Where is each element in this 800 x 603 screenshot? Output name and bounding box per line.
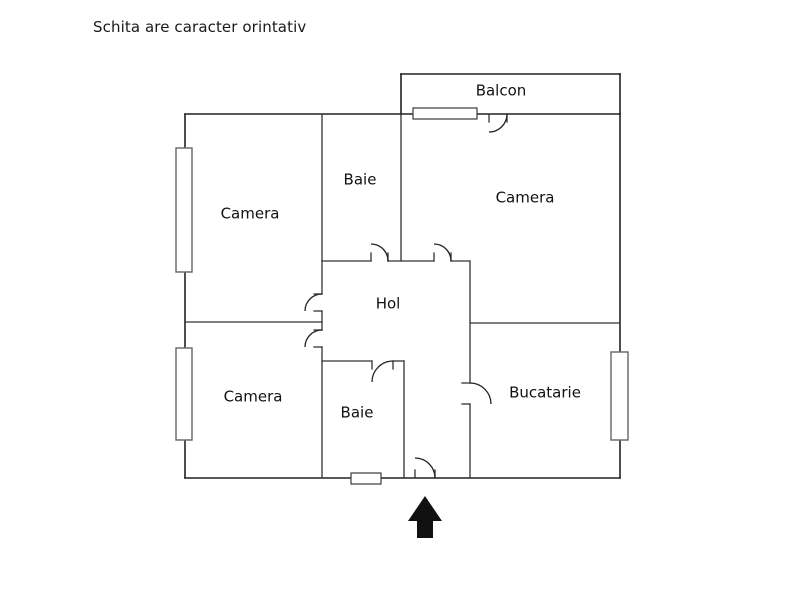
window-left-lower	[175, 347, 193, 441]
room-label-camera-top-right: Camera	[496, 189, 555, 207]
window-left-upper	[175, 147, 193, 273]
balcony-walls	[400, 73, 621, 115]
door-arcs	[304, 113, 508, 479]
room-label-baie-bottom: Baie	[341, 404, 374, 422]
window-baie-bottom	[350, 472, 382, 485]
door-baie-bottom-arc	[371, 360, 394, 383]
door-entrance-arc	[414, 457, 436, 479]
door-camera-lower-left-arc	[304, 329, 323, 348]
door-balcony-arc	[488, 113, 508, 133]
room-label-bucatarie: Bucatarie	[509, 384, 581, 402]
room-label-camera-bottom-left: Camera	[224, 388, 283, 406]
room-labels: Camera Baie Camera Balcon Hol Camera Bai…	[221, 82, 581, 422]
windows	[175, 107, 629, 485]
page-title: Schita are caracter orintativ	[93, 18, 307, 36]
door-bucatarie-arc	[469, 382, 492, 405]
entrance-arrow	[408, 496, 442, 538]
interior-walls	[184, 113, 621, 479]
exterior-walls	[184, 113, 621, 479]
room-label-balcon: Balcon	[476, 82, 527, 100]
door-camera-upper-left-arc	[304, 293, 323, 312]
room-label-baie-top: Baie	[344, 171, 377, 189]
window-balcony	[412, 107, 478, 120]
door-camera-right-arc	[433, 243, 452, 262]
room-label-hol: Hol	[376, 295, 401, 313]
window-right	[610, 351, 629, 441]
door-baie-top-arc	[370, 243, 389, 262]
room-label-camera-top-left: Camera	[221, 205, 280, 223]
